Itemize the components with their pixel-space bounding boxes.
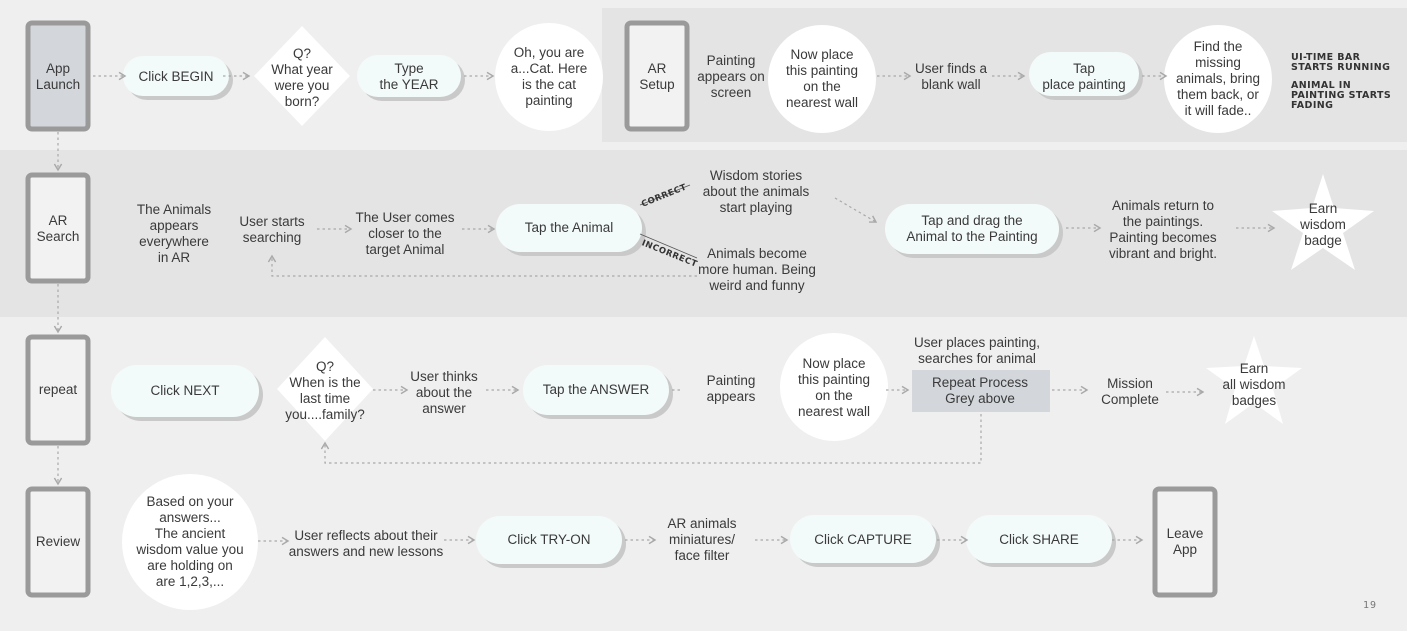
painting-appears-text: Painting appears on screen: [697, 53, 765, 100]
question-family: Q? When is the last time you....family?: [285, 359, 365, 422]
repeat-process-text: Repeat Process Grey above: [931, 375, 1029, 406]
click-begin-button[interactable]: Click BEGIN: [138, 69, 214, 84]
band-ar-setup: [602, 8, 1407, 142]
phone-leave: [1152, 486, 1218, 598]
animals-return-text: Animals return to the paintings. Paintin…: [1108, 198, 1218, 261]
phone-ar-search: [25, 172, 91, 284]
ar-search-label: AR Search: [36, 213, 80, 244]
type-year-button[interactable]: Type the YEAR: [379, 61, 439, 92]
click-next-button[interactable]: Click NEXT: [150, 383, 220, 398]
wisdom-stories-text: Wisdom stories about the animals start p…: [702, 168, 810, 215]
phone-app-launch: [25, 20, 91, 132]
starts-searching-text: User starts searching: [239, 214, 305, 245]
tap-answer-button[interactable]: Tap the ANSWER: [542, 382, 650, 397]
page-number: 19: [1362, 600, 1377, 611]
reflects-text: User reflects about their answers and ne…: [288, 528, 444, 559]
pills: [111, 52, 1143, 568]
tap-animal-button[interactable]: Tap the Animal: [524, 220, 614, 235]
phone-review: [25, 486, 91, 598]
phone-repeat: [25, 334, 91, 446]
repeat-label: repeat: [38, 382, 78, 397]
star-wisdom: [1272, 174, 1374, 270]
band-ar-search: [0, 150, 1407, 317]
star-all-wisdom: [1206, 336, 1302, 424]
finds-wall-text: User finds a blank wall: [914, 61, 988, 92]
leave-app-label: Leave App: [1166, 526, 1204, 557]
comes-closer-text: The User comes closer to the target Anim…: [355, 210, 455, 257]
tap-drag-button[interactable]: Tap and drag the Animal to the Painting: [906, 213, 1038, 244]
capture-button[interactable]: Click CAPTURE: [814, 532, 912, 547]
based-on-text: Based on your answers... The ancient wis…: [136, 494, 244, 589]
place-painting-2-text: Now place this painting on the nearest w…: [797, 356, 871, 419]
question-born: Q? What year were you born?: [271, 46, 333, 109]
note-fading: ANIMAL IN PAINTING STARTS FADING: [1291, 80, 1392, 111]
share-button[interactable]: Click SHARE: [999, 532, 1079, 547]
find-animals-text: Find the missing animals, bring them bac…: [1175, 39, 1261, 118]
note-timebar: UI-TIME BAR STARTS RUNNING: [1291, 52, 1391, 73]
mission-complete-text: Mission Complete: [1101, 376, 1159, 407]
ar-setup-label: AR Setup: [639, 61, 675, 92]
painting-appears-2-text: Painting appears: [706, 373, 756, 404]
animals-appear-text: The Animals appears everywhere in AR: [136, 202, 212, 265]
user-thinks-text: User thinks about the answer: [410, 369, 478, 416]
earn-all-text: Earn all wisdom badges: [1222, 361, 1286, 408]
try-on-button[interactable]: Click TRY-ON: [507, 532, 591, 547]
phone-ar-setup: [624, 20, 690, 132]
diamond-family: [277, 337, 373, 441]
cat-result-text: Oh, you are a...Cat. Here is the cat pai…: [510, 45, 588, 108]
place-painting-text: Now place this painting on the nearest w…: [785, 47, 859, 110]
app-launch-label: App Launch: [35, 61, 81, 92]
circles: [122, 23, 1272, 610]
user-places-text: User places painting, searches for anima…: [913, 335, 1041, 366]
review-label: Review: [35, 534, 81, 549]
tap-place-button[interactable]: Tap place painting: [1042, 61, 1126, 92]
diamond-born: [254, 26, 350, 126]
earn-badge-text: Earn wisdom badge: [1300, 201, 1346, 248]
repeat-process-box: [912, 370, 1050, 412]
ar-miniatures-text: AR animals miniatures/ face filter: [667, 516, 737, 563]
more-human-text: Animals become more human. Being weird a…: [698, 246, 816, 293]
